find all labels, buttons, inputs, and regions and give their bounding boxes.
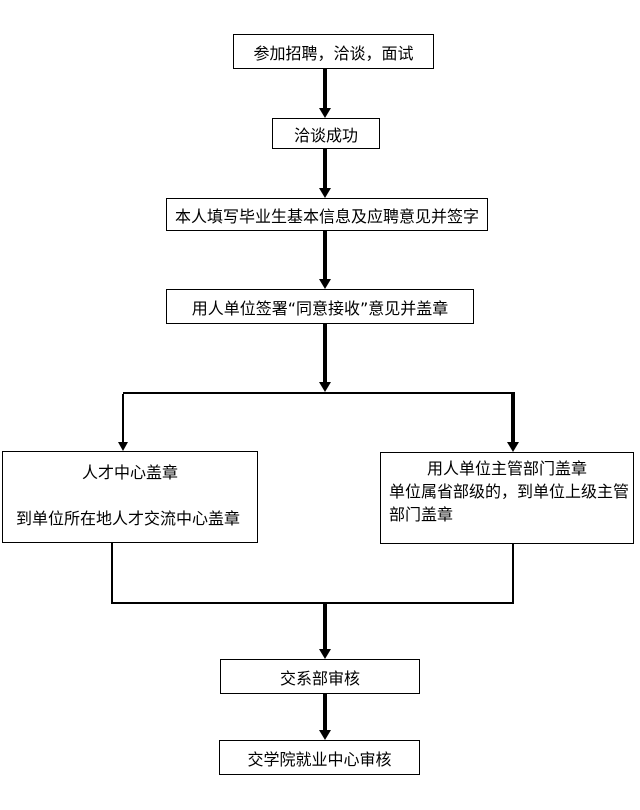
- branch-stem-shaft: [323, 324, 327, 382]
- step1-box: 参加招聘，洽谈，面试: [233, 34, 434, 69]
- arrow-3-down-icon: [319, 279, 331, 289]
- talent-center-box-line2: 到单位所在地人才交流中心盖章: [16, 509, 241, 528]
- branch-left-shaft: [122, 394, 124, 442]
- arrow-5-shaft: [323, 604, 327, 649]
- step5-box: 交系部审核: [220, 659, 420, 694]
- branch-left-down-icon: [118, 442, 128, 451]
- arrow-2-shaft: [323, 149, 327, 188]
- arrow-6-down-icon: [319, 730, 331, 740]
- arrow-1-shaft: [323, 69, 327, 108]
- arrow-2-down-icon: [319, 188, 331, 198]
- arrow-1-down-icon: [319, 108, 331, 118]
- branch-split-line: [123, 392, 515, 394]
- step4-box: 用人单位签署“同意接收”意见并盖章: [166, 289, 474, 324]
- merge-join-line: [111, 602, 514, 604]
- merge-right-shaft: [512, 544, 514, 603]
- branch-stem-down-icon: [319, 382, 331, 392]
- employer-dept-box-line2: 单位属省部级的，到单位上级主管: [389, 482, 630, 501]
- merge-left-shaft: [111, 543, 113, 603]
- talent-center-box-line1: 人才中心盖章: [81, 463, 178, 482]
- step2-box: 洽谈成功: [272, 118, 380, 149]
- arrow-6-shaft: [323, 694, 327, 730]
- employer-dept-box: 用人单位主管部门盖章 单位属省部级的，到单位上级主管 部门盖章: [380, 452, 634, 544]
- step6-box: 交学院就业中心审核: [219, 740, 420, 775]
- branch-right-shaft: [511, 394, 515, 442]
- employer-dept-box-line3: 部门盖章: [389, 505, 454, 524]
- branch-right-down-icon: [507, 442, 519, 452]
- step3-box: 本人填写毕业生基本信息及应聘意见并签字: [166, 198, 488, 231]
- talent-center-box: 人才中心盖章 到单位所在地人才交流中心盖章: [2, 451, 258, 543]
- employer-dept-box-line1: 用人单位主管部门盖章: [426, 459, 587, 478]
- arrow-5-down-icon: [319, 649, 331, 659]
- arrow-3-shaft: [323, 231, 327, 279]
